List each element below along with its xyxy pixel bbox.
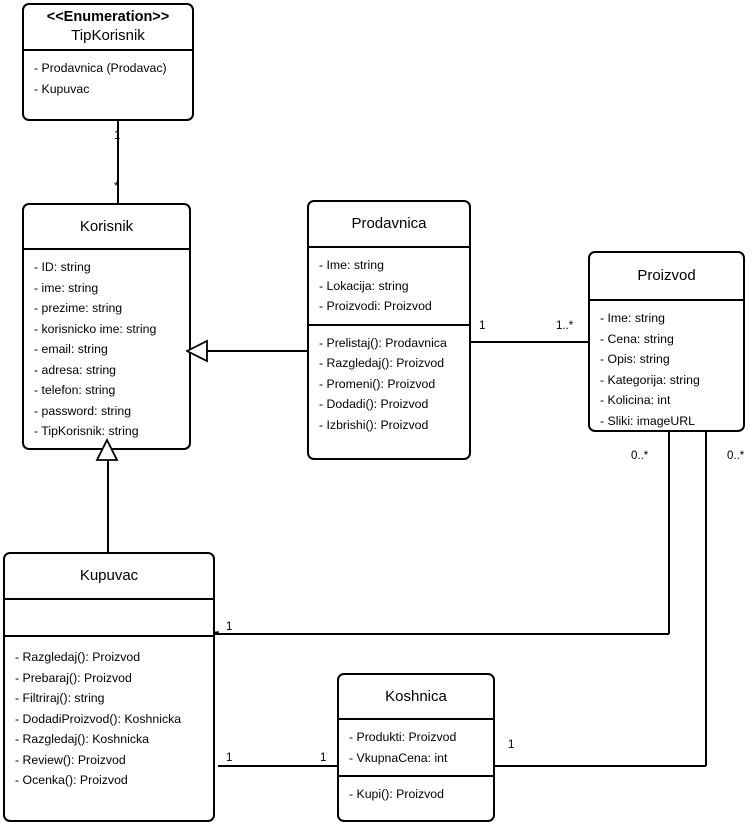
class-title-prodavnica: Prodavnica <box>351 215 427 232</box>
multiplicity-prodavnica-proizvod-target: 1..* <box>556 320 574 332</box>
method-item: - Razgledaj(): Proizvod <box>15 650 141 664</box>
method-item: - Prelistaj(): Prodavnica <box>319 335 447 350</box>
edge-prodavnica-korisnik-generalization <box>205 350 308 352</box>
class-attributes-prodavnica: - Ime: string - Lokacija: string - Proiz… <box>309 248 469 324</box>
attribute-item: - Cena: string <box>600 331 674 346</box>
attribute-item: - prezime: string <box>34 301 123 315</box>
class-box-koshnica[interactable]: Koshnica - Produkti: Proizvod - VkupnaCe… <box>337 673 495 822</box>
class-box-korisnik[interactable]: Korisnik - ID: string - ime: string - pr… <box>22 203 191 450</box>
method-item: - Razgledaj(): Proizvod <box>319 356 445 370</box>
attribute-item: - TipKorisnik: string <box>34 424 139 438</box>
class-header-prodavnica: Prodavnica <box>309 202 469 248</box>
generalization-triangle-korisnik-right <box>186 339 208 363</box>
class-header-korisnik: Korisnik <box>24 205 189 250</box>
class-box-tipkorisnik[interactable]: <<Enumeration>> TipKorisnik - Prodavnica… <box>22 3 194 121</box>
attribute-item: - Kolicina: int <box>600 393 671 407</box>
class-attributes-tipkorisnik: - Prodavnica (Prodavac) - Kupuvac <box>24 51 192 106</box>
attribute-item: - ime: string <box>34 280 99 295</box>
class-title-proizvod: Proizvod <box>637 267 696 284</box>
class-methods-prodavnica: - Prelistaj(): Prodavnica - Razgledaj():… <box>309 323 469 443</box>
class-title-tipkorisnik: TipKorisnik <box>71 27 145 44</box>
edge-kupuvac-korisnik-generalization <box>107 460 109 552</box>
multiplicity-koshnica-proizvod: 1 <box>508 739 515 751</box>
edge-prodavnica-proizvod <box>470 341 588 343</box>
attribute-item: - password: string <box>34 403 132 418</box>
edge-tipkorisnik-korisnik <box>117 120 119 205</box>
multiplicity-proizvod-koshnica: 0..* <box>727 450 745 462</box>
class-title-koshnica: Koshnica <box>385 687 447 705</box>
class-header-kupuvac: Kupuvac <box>5 554 213 600</box>
class-attributes-koshnica: - Produkti: Proizvod - VkupnaCena: int <box>339 720 493 775</box>
class-methods-koshnica: - Kupi(): Proizvod <box>339 775 493 812</box>
method-item: - Razgledaj(): Koshnicka <box>15 732 149 746</box>
class-attributes-proizvod: - Ime: string - Cena: string - Opis: str… <box>590 301 743 438</box>
attribute-item: - telefon: string <box>34 383 116 397</box>
method-item: - Dodadi(): Proizvod <box>319 397 429 411</box>
attribute-item: - Ime: string <box>600 311 665 325</box>
class-title-korisnik: Korisnik <box>79 217 134 235</box>
method-item: - Kupi(): Proizvod <box>349 787 444 801</box>
attribute-item: - korisnicko ime: string <box>34 321 157 336</box>
attribute-item: - Prodavnica (Prodavac) <box>34 61 167 75</box>
multiplicity-enum-korisnik-top: 1 <box>114 130 121 142</box>
multiplicity-proizvod-kupuvac: 0..* <box>631 450 649 462</box>
class-box-prodavnica[interactable]: Prodavnica - Ime: string - Lokacija: str… <box>307 200 471 460</box>
class-header-koshnica: Koshnica <box>339 675 493 720</box>
method-item: - Prebaraj(): Proizvod <box>15 670 132 685</box>
edge-proizvod-kupuvac-vertical <box>668 432 670 634</box>
edge-proizvod-koshnica-vertical <box>705 432 707 766</box>
attribute-item: - Proizvodi: Proizvod <box>319 299 432 313</box>
class-title-kupuvac: Kupuvac <box>79 567 139 584</box>
multiplicity-kupuvac-koshnica: 1 <box>226 752 233 764</box>
attribute-item: - Produkti: Proizvod <box>349 730 457 744</box>
class-attributes-korisnik: - ID: string - ime: string - prezime: st… <box>24 250 189 449</box>
edge-proizvod-kupuvac-horizontal <box>190 633 669 635</box>
attribute-item: - ID: string <box>34 260 91 274</box>
attribute-item: - Kategorija: string <box>600 372 700 387</box>
class-header-proizvod: Proizvod <box>590 253 743 301</box>
class-header-tipkorisnik: <<Enumeration>> TipKorisnik <box>24 5 192 51</box>
attribute-item: - Sliki: imageURL <box>600 413 695 428</box>
method-item: - DodadiProizvod(): Koshnicka <box>15 711 182 726</box>
attribute-item: - Opis: string <box>600 352 670 366</box>
method-item: - Review(): Proizvod <box>15 752 126 767</box>
edge-koshnica-proizvod-horizontal <box>495 765 706 767</box>
attribute-item: - VkupnaCena: int <box>349 750 448 765</box>
method-item: - Ocenka(): Proizvod <box>15 773 128 787</box>
attribute-item: - adresa: string <box>34 362 117 377</box>
multiplicity-kupuvac-proizvod: 1 <box>226 621 233 633</box>
class-box-proizvod[interactable]: Proizvod - Ime: string - Cena: string - … <box>588 251 745 432</box>
attribute-item: - email: string <box>34 342 108 356</box>
class-box-kupuvac[interactable]: Kupuvac - Razgledaj(): Proizvod - Prebar… <box>3 552 215 822</box>
class-attributes-kupuvac <box>5 600 213 635</box>
method-item: - Izbrishi(): Proizvod <box>319 417 429 432</box>
attribute-item: - Ime: string <box>319 258 384 272</box>
multiplicity-prodavnica-proizvod-source: 1 <box>479 320 486 332</box>
generalization-triangle-korisnik-bottom <box>95 438 119 462</box>
method-item: - Promeni(): Proizvod <box>319 376 436 391</box>
class-stereotype-tipkorisnik: <<Enumeration>> <box>46 9 170 25</box>
edge-kupuvac-koshnica <box>218 765 338 767</box>
method-item: - Filtriraj(): string <box>15 691 105 705</box>
attribute-item: - Lokacija: string <box>319 278 409 293</box>
multiplicity-enum-korisnik-bottom: * <box>114 181 119 193</box>
attribute-item: - Kupuvac <box>34 81 90 96</box>
class-methods-kupuvac: - Razgledaj(): Proizvod - Prebaraj(): Pr… <box>5 635 213 798</box>
multiplicity-koshnica-kupuvac: 1 <box>320 752 327 764</box>
